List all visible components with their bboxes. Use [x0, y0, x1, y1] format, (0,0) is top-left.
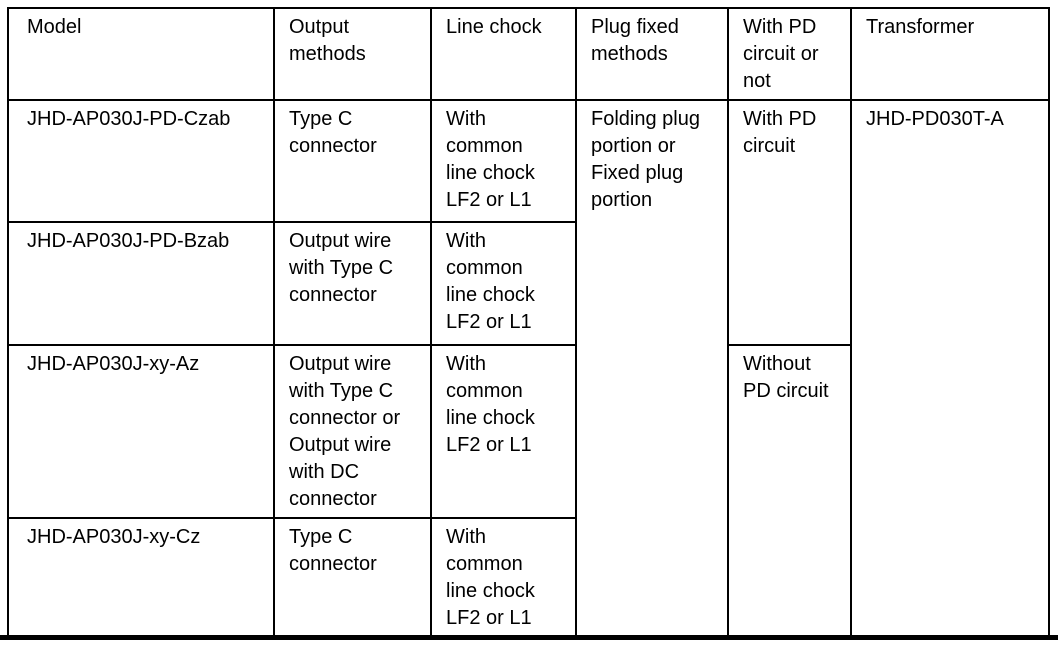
header-model: Model	[7, 7, 275, 101]
cell-plug-fixed-merged: Folding plug portion or Fixed plug porti…	[575, 99, 729, 638]
cell-model-1: JHD-AP030J-PD-Czab	[7, 99, 275, 223]
cell-chock-2: With common line chock LF2 or L1	[430, 221, 577, 346]
cell-chock-1: With common line chock LF2 or L1	[430, 99, 577, 223]
bottom-rule-divider	[0, 635, 1058, 640]
cell-model-2: JHD-AP030J-PD-Bzab	[7, 221, 275, 346]
cell-model-4: JHD-AP030J-xy-Cz	[7, 517, 275, 638]
cell-chock-3: With common line chock LF2 or L1	[430, 344, 577, 519]
cell-without-pd-merged: Without PD circuit	[727, 344, 852, 638]
header-plug-fixed-methods: Plug fixed methods	[575, 7, 729, 101]
cell-output-3: Output wire with Type C connector or Out…	[273, 344, 432, 519]
table-row-2: JHD-AP030J-PD-Bzab Output wire with Type…	[7, 221, 1049, 346]
header-pd-circuit: With PD circuit or not	[727, 7, 852, 101]
table-row-4: JHD-AP030J-xy-Cz Type C connector With c…	[7, 517, 1049, 638]
cell-output-2: Output wire with Type C connector	[273, 221, 432, 346]
cell-transformer-merged: JHD-PD030T-A	[850, 99, 1050, 638]
cell-chock-4: With common line chock LF2 or L1	[430, 517, 577, 638]
header-line-chock: Line chock	[430, 7, 577, 101]
cell-output-4: Type C connector	[273, 517, 432, 638]
cell-model-3: JHD-AP030J-xy-Az	[7, 344, 275, 519]
header-output-methods: Output methods	[273, 7, 432, 101]
header-row: Model Output methods Line chock Plug fix…	[7, 7, 1050, 101]
table-row-3: JHD-AP030J-xy-Az Output wire with Type C…	[7, 344, 1049, 638]
header-transformer: Transformer	[850, 7, 1050, 101]
cell-output-1: Type C connector	[273, 99, 432, 223]
table-row-1: JHD-AP030J-PD-Czab Type C connector With…	[7, 99, 1050, 638]
cell-with-pd-merged: With PD circuit	[727, 99, 852, 346]
spec-table: Model Output methods Line chock Plug fix…	[7, 7, 1050, 638]
